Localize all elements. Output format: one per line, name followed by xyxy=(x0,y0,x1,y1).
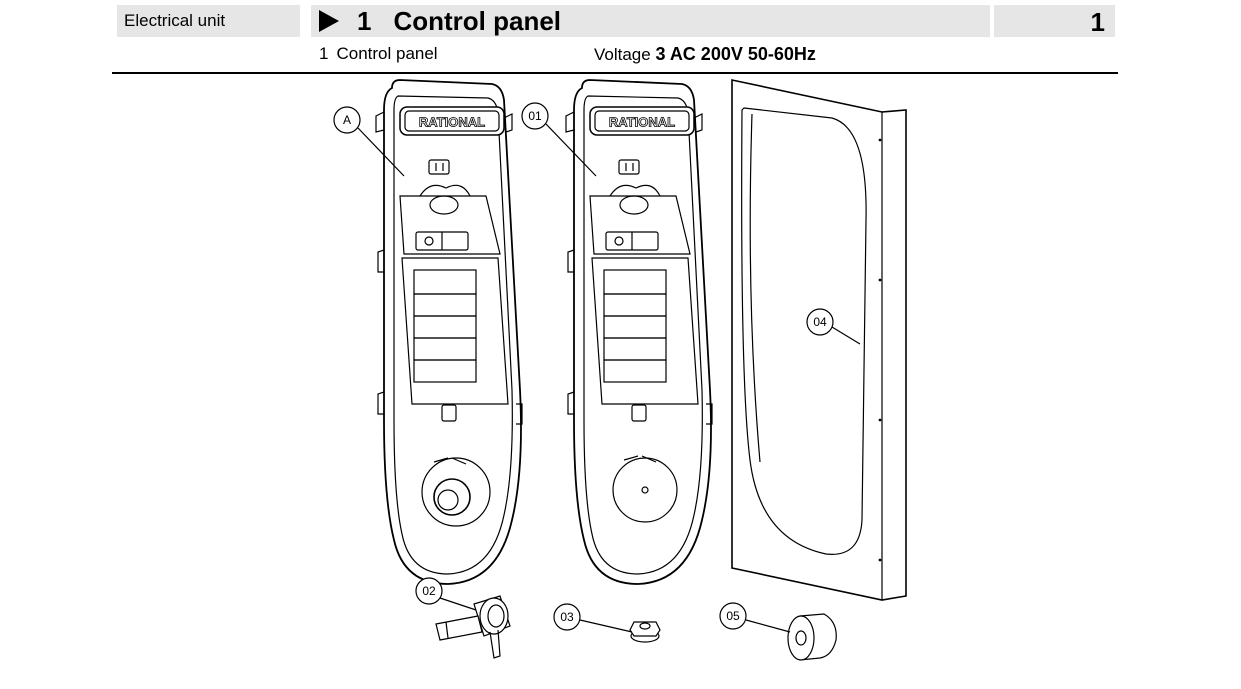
page-number: 1 xyxy=(994,5,1115,37)
page-title: 1 Control panel xyxy=(311,5,990,37)
gasket-frame-04 xyxy=(731,79,907,601)
callout-01: 01 xyxy=(521,102,597,177)
nut-03 xyxy=(629,621,661,643)
control-panel-assembly-a: RATIONAL xyxy=(375,79,523,585)
item-number: 1 xyxy=(319,44,329,63)
voltage-label: Voltage xyxy=(594,45,651,64)
callout-03: 03 xyxy=(553,603,633,633)
page-number-text: 1 xyxy=(1090,7,1105,37)
callout-02: 02 xyxy=(415,577,477,611)
callout-05: 05 xyxy=(719,602,791,633)
voltage-line: Voltage 3 AC 200V 50-60Hz xyxy=(594,44,816,65)
key-switch-02 xyxy=(435,595,511,659)
callout-04: 04 xyxy=(806,308,861,345)
brand-logo-01: RATIONAL xyxy=(609,115,675,130)
section-label: Electrical unit xyxy=(117,5,300,37)
svg-text:02: 02 xyxy=(422,584,436,598)
header-rule xyxy=(112,72,1118,74)
title-text: Control panel xyxy=(393,5,562,36)
callout-a: A xyxy=(333,106,405,177)
svg-text:03: 03 xyxy=(560,610,574,624)
svg-text:04: 04 xyxy=(813,315,827,329)
title-number: 1 xyxy=(357,5,372,36)
arrow-right-icon xyxy=(319,10,339,32)
item-name: Control panel xyxy=(336,44,438,63)
svg-text:A: A xyxy=(343,113,351,127)
control-panel-cover-01: RATIONAL xyxy=(565,79,713,585)
voltage-value: 3 AC 200V 50-60Hz xyxy=(655,44,816,64)
section-text: Electrical unit xyxy=(124,11,226,30)
item-line: 1 Control panel xyxy=(319,44,438,64)
svg-text:05: 05 xyxy=(726,609,740,623)
bushing-05 xyxy=(787,613,837,661)
svg-text:01: 01 xyxy=(528,109,542,123)
brand-logo-a: RATIONAL xyxy=(419,115,485,130)
